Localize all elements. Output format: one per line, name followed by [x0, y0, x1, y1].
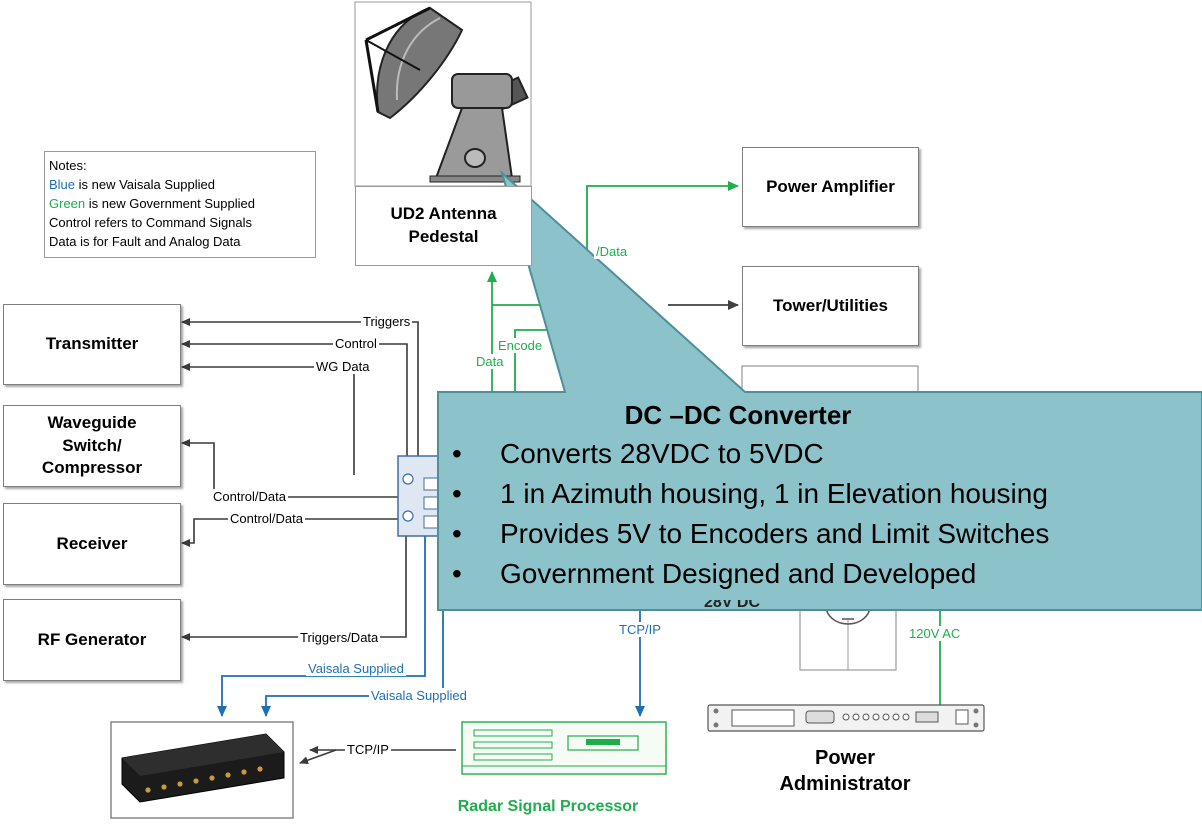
antenna-pedestal-label: UD2 Antenna Pedestal [390, 204, 497, 246]
radar-signal-processor-caption: Radar Signal Processor [457, 798, 639, 815]
callout-bullet-3-text: Provides 5V to Encoders and Limit Switch… [500, 518, 1050, 549]
receiver-label: Receiver [56, 533, 128, 553]
label-28v-dc-partial: 28V DC [704, 600, 761, 611]
notes-green-line: Green is new Government Supplied [49, 194, 315, 213]
notes-heading: Notes: [49, 158, 87, 173]
notes-legend: Notes: Blue is new Vaisala Supplied Gree… [44, 151, 316, 258]
notes-data-line: Data is for Fault and Analog Data [49, 234, 241, 249]
callout-bullet-3: • Provides 5V to Encoders and Limit Switc… [452, 518, 1049, 550]
callout-bullet-2: • 1 in Azimuth housing, 1 in Elevation ho… [452, 478, 1048, 510]
rf-generator-box[interactable]: RF Generator [3, 599, 181, 681]
antenna-pedestal-box[interactable]: UD2 Antenna Pedestal [355, 186, 532, 266]
label-vaisala-supplied-1: Vaisala Supplied [306, 661, 406, 676]
tower-utilities-label: Tower/Utilities [773, 295, 888, 315]
radar-signal-processor-icon [461, 721, 667, 775]
power-administrator-caption: Power Administrator [779, 747, 911, 795]
power-supply-unit-icon [799, 605, 897, 671]
receiver-box[interactable]: Receiver [3, 503, 181, 585]
notes-blue-line: Blue is new Vaisala Supplied [49, 175, 315, 194]
bullet-dot-icon: • [452, 518, 462, 549]
notes-blue-rest: is new Vaisala Supplied [75, 177, 215, 192]
label-slash-data: /Data [594, 244, 630, 259]
label-vaisala-supplied-2: Vaisala Supplied [369, 688, 469, 703]
rf-generator-label: RF Generator [37, 629, 147, 649]
callout-bullet-4-text: Government Designed and Developed [500, 558, 977, 589]
label-encode: Encode [496, 338, 545, 353]
label-triggers-data: Triggers/Data [298, 630, 381, 645]
label-120v-ac: 120V AC [907, 626, 963, 641]
notes-green-rest: is new Government Supplied [85, 196, 255, 211]
power-amplifier-label: Power Amplifier [766, 176, 895, 196]
label-data: Data [474, 354, 506, 369]
label-triggers: Triggers [361, 314, 413, 329]
transmitter-label: Transmitter [45, 334, 139, 354]
callout-bullet-4: • Government Designed and Developed [452, 558, 976, 590]
notes-green-word: Green [49, 196, 86, 211]
callout-bullet-2-text: 1 in Azimuth housing, 1 in Elevation hou… [500, 478, 1048, 509]
callout-title: DC –DC Converter [624, 400, 852, 430]
callout-shape[interactable] [437, 169, 1202, 611]
label-control: Control [333, 336, 379, 351]
power-amplifier-box[interactable]: Power Amplifier [742, 147, 919, 227]
digital-receiver-device-icon [110, 721, 294, 819]
bullet-dot-icon: • [452, 478, 462, 509]
waveguide-switch-box[interactable]: Waveguide Switch/ Compressor [3, 405, 181, 487]
transmitter-box[interactable]: Transmitter [3, 304, 181, 385]
bullet-dot-icon: • [452, 558, 462, 589]
label-tcp-ip-processor: TCP/IP [345, 742, 391, 757]
callout-content: DC –DC Converter • Converts 28VDC to 5VDC… [438, 392, 1202, 610]
notes-blue-word: Blue [49, 177, 76, 192]
antenna-dish-icon [364, 6, 529, 183]
notes-control-line: Control refers to Command Signals [49, 215, 253, 230]
callout-bullet-1-text: Converts 28VDC to 5VDC [500, 438, 824, 469]
bullet-dot-icon: • [452, 438, 462, 469]
label-wg-data: WG Data [314, 359, 372, 374]
green-connectors [487, 181, 941, 705]
label-control-data-receiver: Control/Data [228, 511, 305, 526]
label-tcp-ip-vertical: TCP/IP [617, 622, 663, 637]
label-control-data-waveguide: Control/Data [211, 489, 288, 504]
junction-box-icon [397, 455, 441, 537]
waveguide-switch-label: Waveguide Switch/ Compressor [41, 412, 143, 478]
tower-utilities-box[interactable]: Tower/Utilities [742, 266, 919, 346]
power-administrator-icon [707, 704, 985, 732]
callout-bullet-1: • Converts 28VDC to 5VDC [452, 438, 824, 470]
